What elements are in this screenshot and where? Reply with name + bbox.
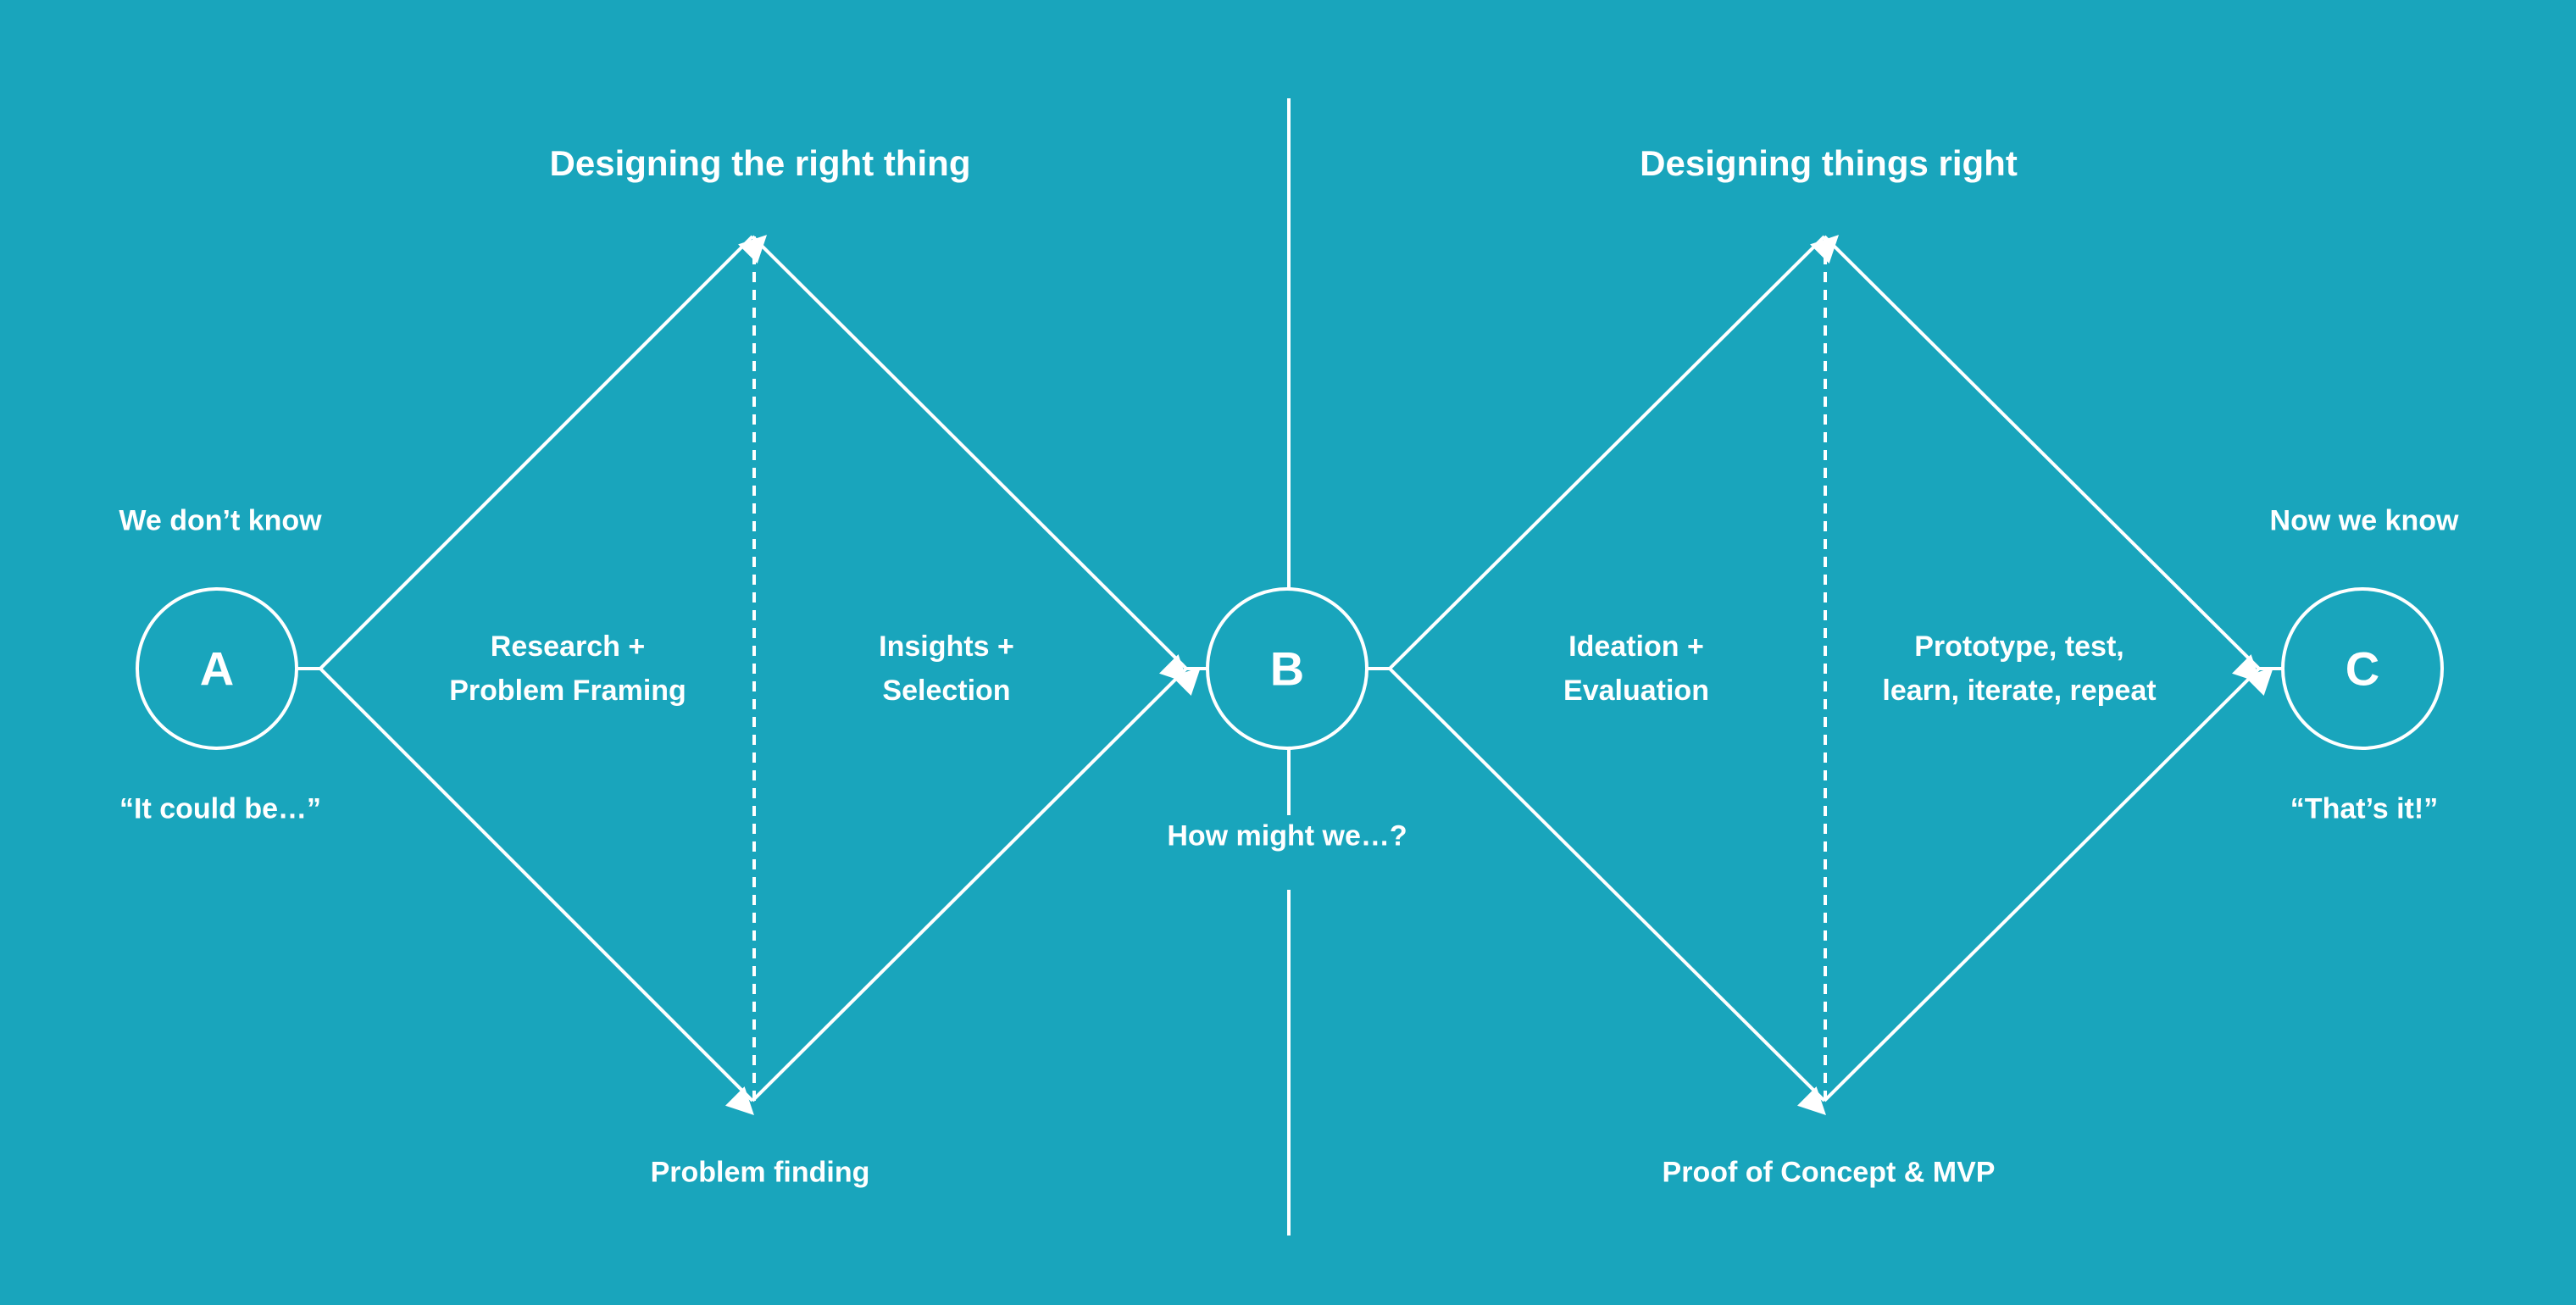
phase-insights: Insights + Selection [879,625,1014,713]
right-diamond-lower-converge [1823,667,2274,1102]
heading-designing-right-thing: Designing the right thing [549,143,971,183]
phase-prototype: Prototype, test, learn, iterate, repeat [1882,625,2156,713]
heading-designing-things-right: Designing things right [1640,143,2018,183]
phase-prototype-line-2: learn, iterate, repeat [1882,675,2157,707]
node-c-letter: C [2345,641,2380,696]
phase-insights-line-2: Selection [882,675,1011,707]
left-diamond-lower-diverge [319,667,754,1116]
node-c-below-label: “That’s it!” [2290,792,2439,825]
node-a-below-label: “It could be…” [119,792,321,825]
node-a-letter: A [199,641,235,696]
right-diamond-lower-diverge [1388,667,1826,1116]
right-diamond-upper-converge [1823,235,2261,684]
node-b-below-label: How might we…? [1167,819,1407,852]
phase-research: Research + Problem Framing [449,625,686,713]
node-a-above-label: We don’t know [119,504,322,537]
node-c-above-label: Now we know [2269,504,2459,537]
phase-prototype-line-1: Prototype, test, [1914,630,2124,663]
left-diamond-lower-converge [751,667,1202,1102]
phase-insights-line-1: Insights + [879,630,1014,663]
phase-ideation-line-1: Ideation + [1568,630,1704,663]
phase-ideation: Ideation + Evaluation [1563,625,1709,713]
phase-ideation-line-2: Evaluation [1563,675,1709,707]
left-diamond-upper-diverge [319,235,768,670]
phase-research-line-2: Problem Framing [449,675,686,707]
phase-research-line-1: Research + [490,630,646,663]
right-diamond-upper-diverge [1388,235,1840,670]
bottom-label-problem-finding: Problem finding [650,1156,870,1189]
bottom-label-proof-of-concept: Proof of Concept & MVP [1662,1156,1996,1189]
node-b-letter: B [1269,641,1305,696]
left-diamond-upper-converge [751,235,1188,684]
